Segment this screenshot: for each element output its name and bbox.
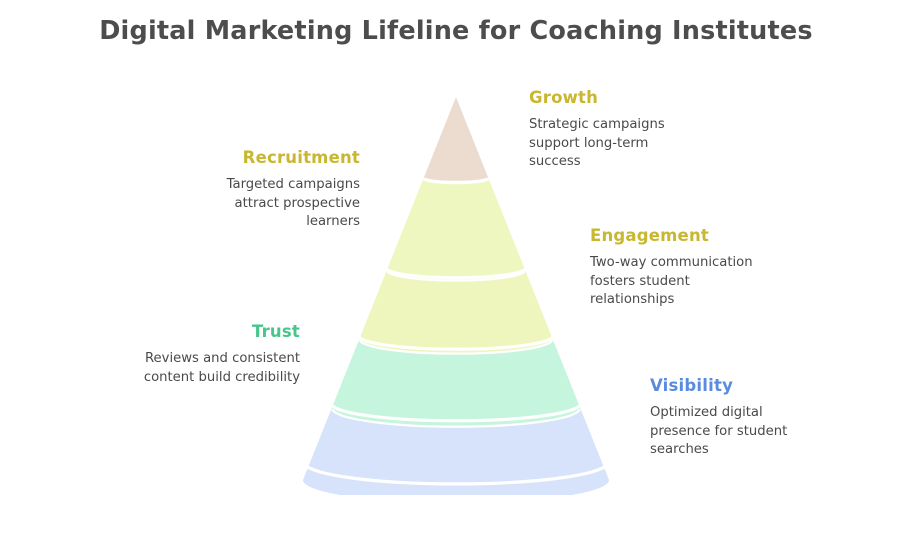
segment-callout-engagement: Engagement Two-way communication fosters…	[590, 226, 850, 310]
segment-callout-visibility: Visibility Optimized digital presence fo…	[650, 376, 890, 460]
cone-segment-separator	[384, 267, 528, 280]
segment-label-engagement: Engagement	[590, 226, 709, 245]
cone-segment-separator	[357, 335, 555, 351]
cone-funnel-chart	[302, 97, 610, 495]
segment-label-trust: Trust	[251, 322, 300, 341]
segment-label-recruitment: Recruitment	[242, 148, 360, 167]
cone-segment-trust[interactable]	[331, 340, 581, 428]
segment-label-visibility: Visibility	[650, 376, 734, 395]
segment-description-trust: Reviews and consistent content build cre…	[143, 351, 300, 385]
segment-description-engagement: Two-way communication fosters student re…	[590, 255, 753, 307]
cone-segment-recruitment[interactable]	[386, 179, 526, 282]
segment-description-visibility: Optimized digital presence for student s…	[650, 405, 788, 457]
page-title: Digital Marketing Lifeline for Coaching …	[99, 16, 813, 46]
segment-description-recruitment: Targeted campaigns attract prospective l…	[226, 177, 360, 229]
segment-description-growth: Strategic campaigns support long-term su…	[529, 117, 665, 169]
cone-segment-visibility[interactable]	[303, 409, 609, 495]
cone-segment-gap	[329, 408, 583, 431]
segment-callout-recruitment: Recruitment Targeted campaigns attract p…	[118, 148, 360, 232]
segment-label-growth: Growth	[529, 88, 599, 107]
cone-segment-engagement[interactable]	[358, 271, 554, 355]
segment-callout-trust: Trust Reviews and consistent content bui…	[100, 322, 300, 387]
cone-base-highlight	[302, 461, 610, 486]
cone-segment-separator	[329, 403, 583, 423]
cone-segment-growth[interactable]	[423, 97, 489, 185]
segment-callout-growth: Growth Strategic campaigns support long-…	[529, 88, 779, 172]
